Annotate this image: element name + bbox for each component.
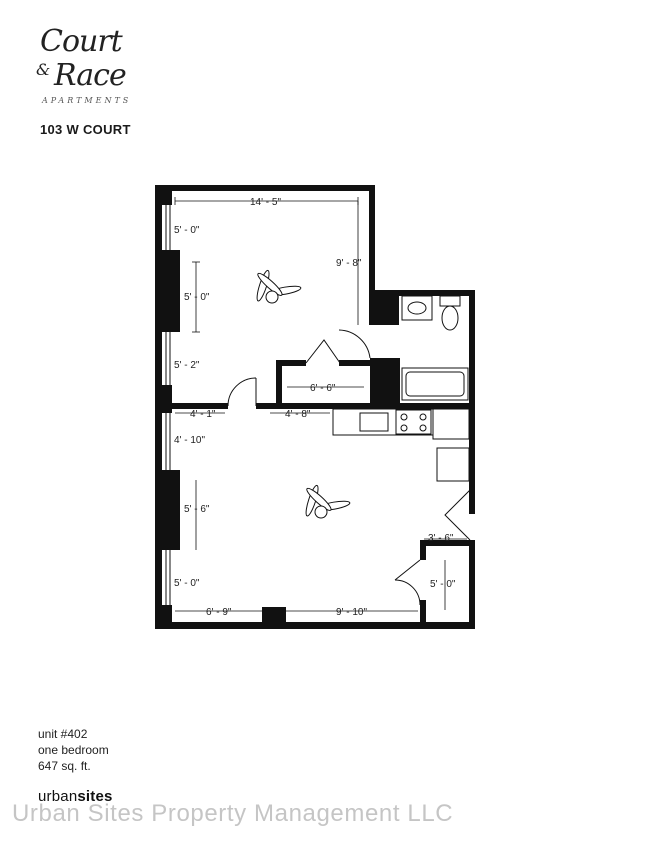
logo-line-apartments: APARTMENTS xyxy=(42,96,132,105)
unit-number: unit #402 xyxy=(38,727,88,741)
dim-entry-width: 3' - 6" xyxy=(428,533,454,544)
windows xyxy=(165,205,171,605)
court-race-logo: Court & Race APARTMENTS xyxy=(30,24,140,114)
dim-living-window-1: 4' - 10" xyxy=(174,435,205,446)
watermark: Urban Sites Property Management LLC xyxy=(12,800,454,827)
dim-entry-closet: 5' - 0" xyxy=(430,579,456,590)
dim-bottom-right: 9' - 10" xyxy=(336,607,367,618)
brand-prefix: urban xyxy=(38,788,78,805)
dim-bottom-left: 6' - 9" xyxy=(206,607,232,618)
bathroom-fixtures xyxy=(401,295,469,401)
unit-info: unit #402 one bedroom 647 sq. ft. xyxy=(38,726,109,774)
unit-size: 647 sq. ft. xyxy=(38,759,91,773)
building-address: 103 W COURT xyxy=(40,122,131,137)
walls xyxy=(155,185,475,629)
urbansites-logo: urbansites xyxy=(38,788,113,805)
dim-bedroom-window-3: 5' - 2" xyxy=(174,360,200,371)
kitchen-fixtures xyxy=(332,408,470,482)
doors xyxy=(227,329,471,606)
logo-ampersand: & xyxy=(36,60,51,79)
dim-bedroom-window-2: 5' - 0" xyxy=(184,292,210,303)
logo-line-race: Race xyxy=(54,58,127,93)
dim-hall-left: 4' - 1" xyxy=(190,409,216,420)
dim-bedroom-width: 14' - 5" xyxy=(250,197,281,208)
dim-living-window-3: 5' - 0" xyxy=(174,578,200,589)
ceiling-fan-icon xyxy=(305,484,351,519)
dim-hall-right: 4' - 8" xyxy=(285,409,311,420)
ceiling-fan-icon xyxy=(256,269,302,304)
dim-bedroom-depth: 9' - 8" xyxy=(336,258,362,269)
logo-line-court: Court xyxy=(40,24,123,59)
dimension-labels: 14' - 5" 9' - 8" 5' - 0" 5' - 0" 5' - 2"… xyxy=(174,197,456,618)
brand-suffix: sites xyxy=(77,788,113,805)
unit-type: one bedroom xyxy=(38,743,109,757)
dim-closet-width: 6' - 6" xyxy=(310,383,336,394)
dim-bedroom-window-1: 5' - 0" xyxy=(174,225,200,236)
dimension-lines xyxy=(174,197,467,612)
dim-living-window-2: 5' - 6" xyxy=(184,504,210,515)
